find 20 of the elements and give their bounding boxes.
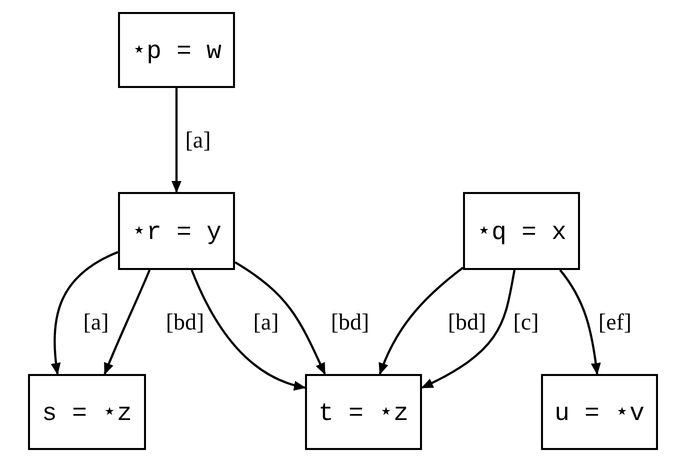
statement-text: ⋆q = x — [476, 216, 567, 246]
statement-box — [305, 374, 422, 450]
statement-box — [118, 192, 235, 270]
statement-box — [463, 192, 580, 270]
statement-box — [28, 374, 146, 450]
arrow — [190, 270, 306, 390]
statement-box — [118, 12, 235, 88]
statement-box — [541, 374, 658, 450]
arrow — [51, 251, 118, 375]
arrow — [234, 261, 326, 375]
arrow — [172, 88, 182, 193]
arrow — [559, 269, 601, 375]
arrow — [421, 270, 516, 389]
statement-text: ⋆p = w — [131, 36, 222, 66]
statement-text: ⋆r = y — [131, 216, 222, 246]
arrow — [104, 270, 151, 375]
arrow — [378, 266, 464, 375]
statement-text: t = ⋆z — [318, 398, 409, 428]
statement-text: s = ⋆z — [42, 398, 132, 428]
statement-text: u = ⋆v — [554, 398, 645, 428]
